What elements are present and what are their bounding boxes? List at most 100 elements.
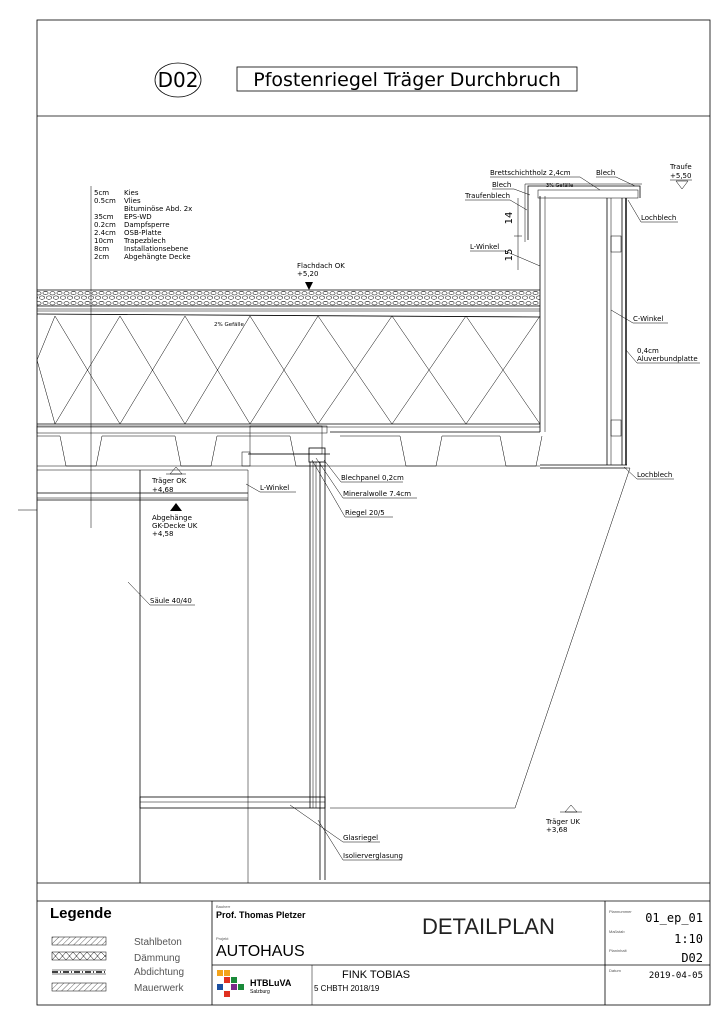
label-traufenblech: Traufenblech bbox=[464, 192, 510, 200]
label-glasriegel: Glasriegel bbox=[343, 834, 378, 842]
plannummer-caption: Plannummer bbox=[609, 909, 632, 914]
legend-item: Dämmung bbox=[134, 953, 180, 964]
sheet-frame bbox=[36, 19, 711, 1006]
layer-material: OSB-Platte bbox=[124, 229, 162, 237]
glass-beam bbox=[139, 796, 326, 809]
layer-thickness: 5cm bbox=[94, 189, 109, 197]
planinhalt-caption: Planinhalt bbox=[609, 948, 627, 953]
legend-item: Stahlbeton bbox=[134, 937, 182, 948]
brettschichtholz-board bbox=[537, 189, 639, 199]
bauherr: Prof. Thomas Pletzer bbox=[216, 910, 306, 920]
svg-text:Träger UK: Träger UK bbox=[545, 818, 580, 826]
label-c-winkel: C-Winkel bbox=[633, 315, 663, 323]
label-lochblech-top: Lochblech bbox=[641, 214, 676, 222]
label-l-winkel-top: L-Winkel bbox=[470, 243, 499, 251]
legend-swatch-stahlbeton bbox=[51, 936, 107, 946]
label-mineralwolle: Mineralwolle 7.4cm bbox=[343, 490, 411, 498]
insulation-eps bbox=[36, 315, 541, 425]
layer-thickness: 8cm bbox=[94, 245, 109, 253]
plan-type: DETAILPLAN bbox=[422, 914, 555, 939]
legend: Legende Stahlbeton Dämmung Abdichtung Ma… bbox=[50, 905, 184, 994]
label-blechpanel: Blechpanel 0,2cm bbox=[341, 474, 404, 482]
layer-list: 5cm 0.5cm 35cm 0.2cm 2.4cm 10cm 8cm 2cm … bbox=[94, 189, 192, 261]
trapezoidal-sheet bbox=[37, 435, 326, 467]
gravel-layer bbox=[37, 290, 540, 306]
layer-thickness: 35cm bbox=[94, 213, 114, 221]
layer-thickness: 0.5cm bbox=[94, 197, 116, 205]
label-l-winkel-bottom: L-Winkel bbox=[260, 484, 289, 492]
riegel-block bbox=[241, 425, 330, 467]
legend-swatch-mauerwerk bbox=[51, 982, 107, 992]
layer-material: Kies bbox=[124, 189, 139, 197]
legend-item: Abdichtung bbox=[134, 967, 184, 978]
svg-text:+5,20: +5,20 bbox=[297, 270, 318, 278]
layer-thickness: 2.4cm bbox=[94, 229, 116, 237]
detail-id-bubble bbox=[154, 62, 202, 98]
svg-text:+4,68: +4,68 bbox=[152, 486, 173, 494]
school-name: HTBLuVA bbox=[250, 978, 292, 988]
plannummer: 01_ep_01 bbox=[645, 911, 703, 925]
projekt: AUTOHAUS bbox=[216, 943, 305, 960]
layer-material: Bituminöse Abd. 2x bbox=[124, 205, 192, 213]
layer-material: EPS-WD bbox=[124, 213, 152, 221]
layer-material: Installationsebene bbox=[124, 245, 188, 253]
label-gefaelle-2: 2% Gefälle bbox=[214, 322, 244, 328]
beam-outline bbox=[330, 467, 631, 809]
svg-text:+5,50: +5,50 bbox=[670, 172, 691, 180]
school-logo bbox=[217, 970, 244, 997]
label-blech-left: Blech bbox=[492, 181, 511, 189]
legend-item: Mauerwerk bbox=[134, 983, 184, 994]
label-aluverbund: Aluverbundplatte bbox=[637, 355, 698, 363]
label-gefaelle-3: 3% Gefälle bbox=[546, 183, 573, 189]
projekt-caption: Projekt bbox=[216, 936, 229, 941]
legend-swatch-daemmung bbox=[51, 951, 107, 961]
riegel-section bbox=[308, 447, 326, 463]
svg-text:Träger OK: Träger OK bbox=[151, 477, 187, 485]
label-blech-top: Blech bbox=[596, 169, 615, 177]
osb-board bbox=[36, 425, 328, 434]
dim-14: 14 bbox=[504, 212, 515, 225]
glazing-system bbox=[139, 462, 326, 883]
label-lochblech-bottom: Lochblech bbox=[637, 471, 672, 479]
layer-material: Vlies bbox=[124, 197, 141, 205]
layer-material: Dampfsperre bbox=[124, 221, 170, 229]
massstab-caption: Maßstab bbox=[609, 929, 625, 934]
bauherr-caption: Bauherr bbox=[216, 904, 231, 909]
svg-text:Abgehänge: Abgehänge bbox=[152, 514, 192, 522]
label-isolierverglasung: Isolierverglasung bbox=[343, 852, 403, 860]
roof-buildup bbox=[36, 289, 543, 501]
datum-caption: Datum bbox=[609, 968, 621, 973]
svg-text:+3,68: +3,68 bbox=[546, 826, 567, 834]
level-traeger-ok: Träger OK +4,68 bbox=[151, 466, 187, 494]
datum: 2019-04-05 bbox=[649, 971, 703, 981]
school-city: Salzburg bbox=[250, 989, 270, 995]
svg-text:Flachdach OK: Flachdach OK bbox=[297, 262, 345, 270]
planinhalt: D02 bbox=[681, 951, 703, 965]
level-abgehaengt: Abgehänge GK-Decke UK +4,58 bbox=[152, 503, 198, 538]
label-saeule: Säule 40/40 bbox=[150, 597, 192, 605]
class: 5 CHBTH 2018/19 bbox=[314, 984, 380, 993]
layer-material: Trapezblech bbox=[123, 237, 166, 245]
label-brettschichtholz: Brettschichtholz 2,4cm bbox=[490, 169, 571, 177]
massstab: 1:10 bbox=[674, 932, 703, 946]
level-traeger-uk: Träger UK +3,68 bbox=[545, 804, 582, 834]
layer-thickness: 0.2cm bbox=[94, 221, 116, 229]
dim-15: 15 bbox=[504, 249, 515, 262]
title-box bbox=[236, 66, 578, 92]
layer-thickness: 2cm bbox=[94, 253, 109, 261]
svg-text:GK-Decke UK: GK-Decke UK bbox=[152, 522, 198, 530]
svg-text:+4,58: +4,58 bbox=[152, 530, 173, 538]
layer-material: Abgehängte Decke bbox=[124, 253, 191, 261]
label-riegel: Riegel 20/5 bbox=[345, 509, 385, 517]
roof-edge: 14 15 bbox=[330, 183, 642, 469]
title-block: Bauherr Prof. Thomas Pletzer Projekt AUT… bbox=[211, 901, 710, 1005]
mineral-wool bbox=[249, 425, 323, 455]
svg-text:Traufe: Traufe bbox=[669, 163, 692, 171]
detail-title: Pfostenriegel Träger Durchbruch bbox=[253, 69, 561, 91]
annotations: Brettschichtholz 2,4cm Blech Blech 3% Ge… bbox=[127, 169, 700, 861]
level-flachdach: Flachdach OK +5,20 bbox=[297, 262, 345, 290]
legend-heading: Legende bbox=[50, 905, 112, 922]
level-traufe: Traufe +5,50 bbox=[669, 163, 692, 190]
label-aluverbund-thickness: 0,4cm bbox=[637, 347, 659, 355]
